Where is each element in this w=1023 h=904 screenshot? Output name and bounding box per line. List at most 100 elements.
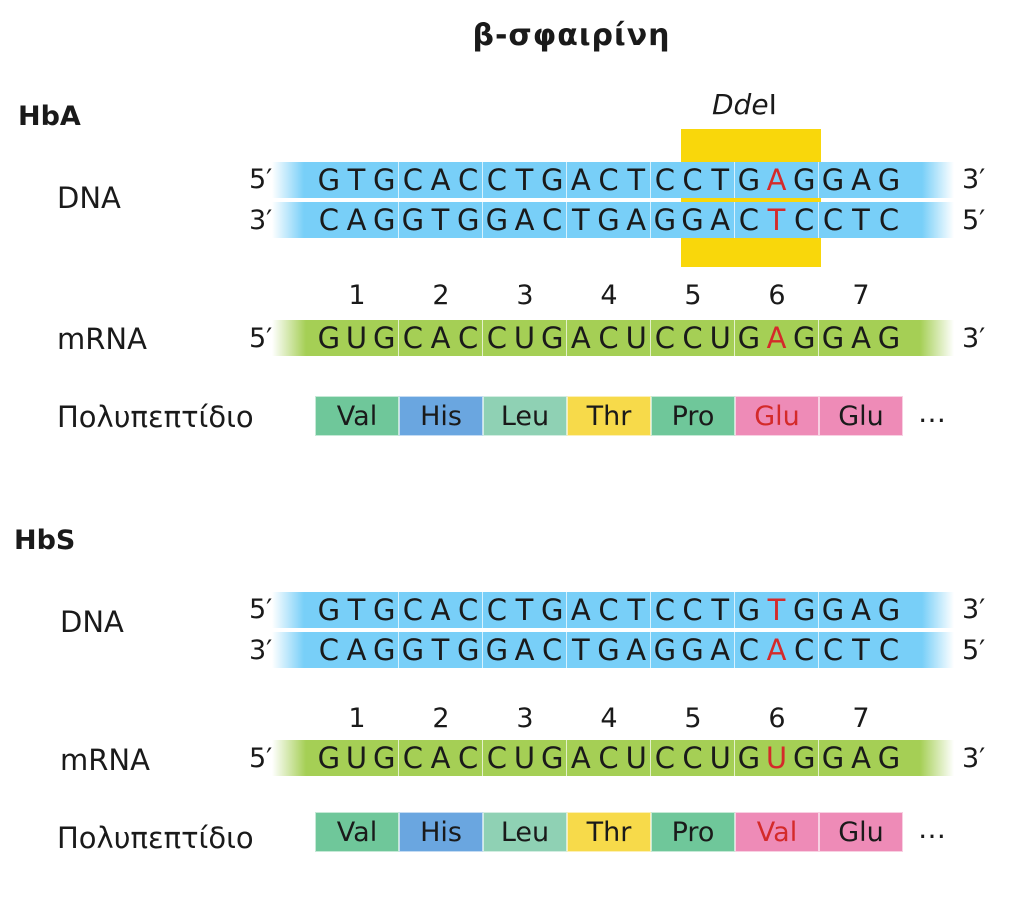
nucleotide: C: [486, 321, 507, 355]
nucleotide: C: [654, 163, 675, 197]
nucleotide: T: [431, 633, 450, 667]
hba-dna-top-strand-bg: [272, 162, 954, 198]
nucleotide: G: [401, 633, 425, 667]
hbs-dna-bottom-5prime: 5′: [962, 635, 986, 666]
nucleotide: C: [738, 203, 759, 237]
nucleotide: T: [711, 593, 730, 627]
nucleotide: T: [515, 163, 534, 197]
amino-acid: Glu: [819, 812, 903, 852]
nucleotide: C: [542, 203, 563, 237]
nucleotide: C: [822, 633, 844, 667]
codon-number: 2: [432, 280, 450, 311]
nucleotide: G: [877, 321, 901, 355]
nucleotide: A: [430, 593, 451, 627]
nucleotide: C: [598, 741, 619, 775]
nucleotide: C: [878, 633, 900, 667]
hba-dna-bottom-5prime: 5′: [962, 205, 986, 236]
nucleotide: U: [625, 741, 647, 775]
hba-mrna-3prime: 3′: [962, 323, 986, 354]
nucleotide: G: [597, 203, 620, 237]
nucleotide: G: [792, 741, 816, 775]
hbs-mrna-5prime: 5′: [249, 743, 273, 774]
amino-acid: Glu: [735, 396, 819, 436]
nucleotide: C: [402, 163, 423, 197]
ddei-label: DdeI: [712, 88, 777, 121]
nucleotide: A: [766, 633, 787, 667]
nucleotide: G: [372, 321, 396, 355]
nucleotide: C: [654, 741, 675, 775]
nucleotide: C: [402, 321, 423, 355]
nucleotide: A: [851, 741, 871, 775]
nucleotide: U: [765, 741, 788, 775]
nucleotide: U: [709, 321, 731, 355]
hba-dna-bottom-strand-bg: [272, 202, 954, 238]
amino-acid: Glu: [819, 396, 903, 436]
nucleotide: U: [345, 321, 368, 355]
codon-number: 7: [852, 280, 870, 311]
nucleotide: C: [878, 203, 900, 237]
nucleotide: G: [540, 593, 564, 627]
nucleotide: G: [372, 203, 396, 237]
nucleotide: T: [515, 593, 534, 627]
nucleotide: C: [682, 593, 703, 627]
nucleotide: T: [571, 633, 590, 667]
nucleotide: G: [540, 321, 564, 355]
nucleotide: G: [821, 321, 845, 355]
nucleotide: C: [486, 741, 507, 775]
nucleotide: T: [767, 203, 786, 237]
hba-mrna-label: mRNA: [57, 322, 147, 356]
amino-acid: Val: [315, 396, 399, 436]
nucleotide: U: [709, 741, 731, 775]
nucleotide: C: [682, 741, 703, 775]
nucleotide: G: [737, 321, 761, 355]
nucleotide: C: [738, 633, 759, 667]
nucleotide: A: [626, 203, 647, 237]
nucleotide: C: [402, 593, 423, 627]
nucleotide: A: [766, 163, 787, 197]
nucleotide: A: [851, 163, 871, 197]
nucleotide: A: [626, 633, 647, 667]
hba-polypeptide-label: Πολυπεπτίδιο: [57, 400, 254, 434]
hbs-polypeptide-label: Πολυπεπτίδιο: [57, 821, 254, 855]
nucleotide: A: [430, 321, 451, 355]
nucleotide: G: [401, 203, 425, 237]
codon-number: 5: [684, 703, 702, 734]
amino-acid: Thr: [567, 396, 651, 436]
amino-acid: His: [399, 396, 483, 436]
hbs-ellipsis: …: [918, 812, 946, 845]
nucleotide: A: [851, 321, 871, 355]
amino-acid: Pro: [651, 812, 735, 852]
nucleotide: G: [821, 741, 845, 775]
nucleotide: G: [653, 633, 677, 667]
hba-mrna-5prime: 5′: [249, 323, 273, 354]
nucleotide: G: [317, 163, 341, 197]
amino-acid: Val: [735, 812, 819, 852]
nucleotide: G: [821, 163, 845, 197]
nucleotide: G: [317, 741, 341, 775]
nucleotide: T: [627, 163, 646, 197]
codon-number: 6: [768, 280, 786, 311]
nucleotide: C: [794, 633, 815, 667]
nucleotide: C: [654, 321, 675, 355]
nucleotide: A: [346, 203, 367, 237]
nucleotide: C: [318, 203, 339, 237]
amino-acid: Thr: [567, 812, 651, 852]
